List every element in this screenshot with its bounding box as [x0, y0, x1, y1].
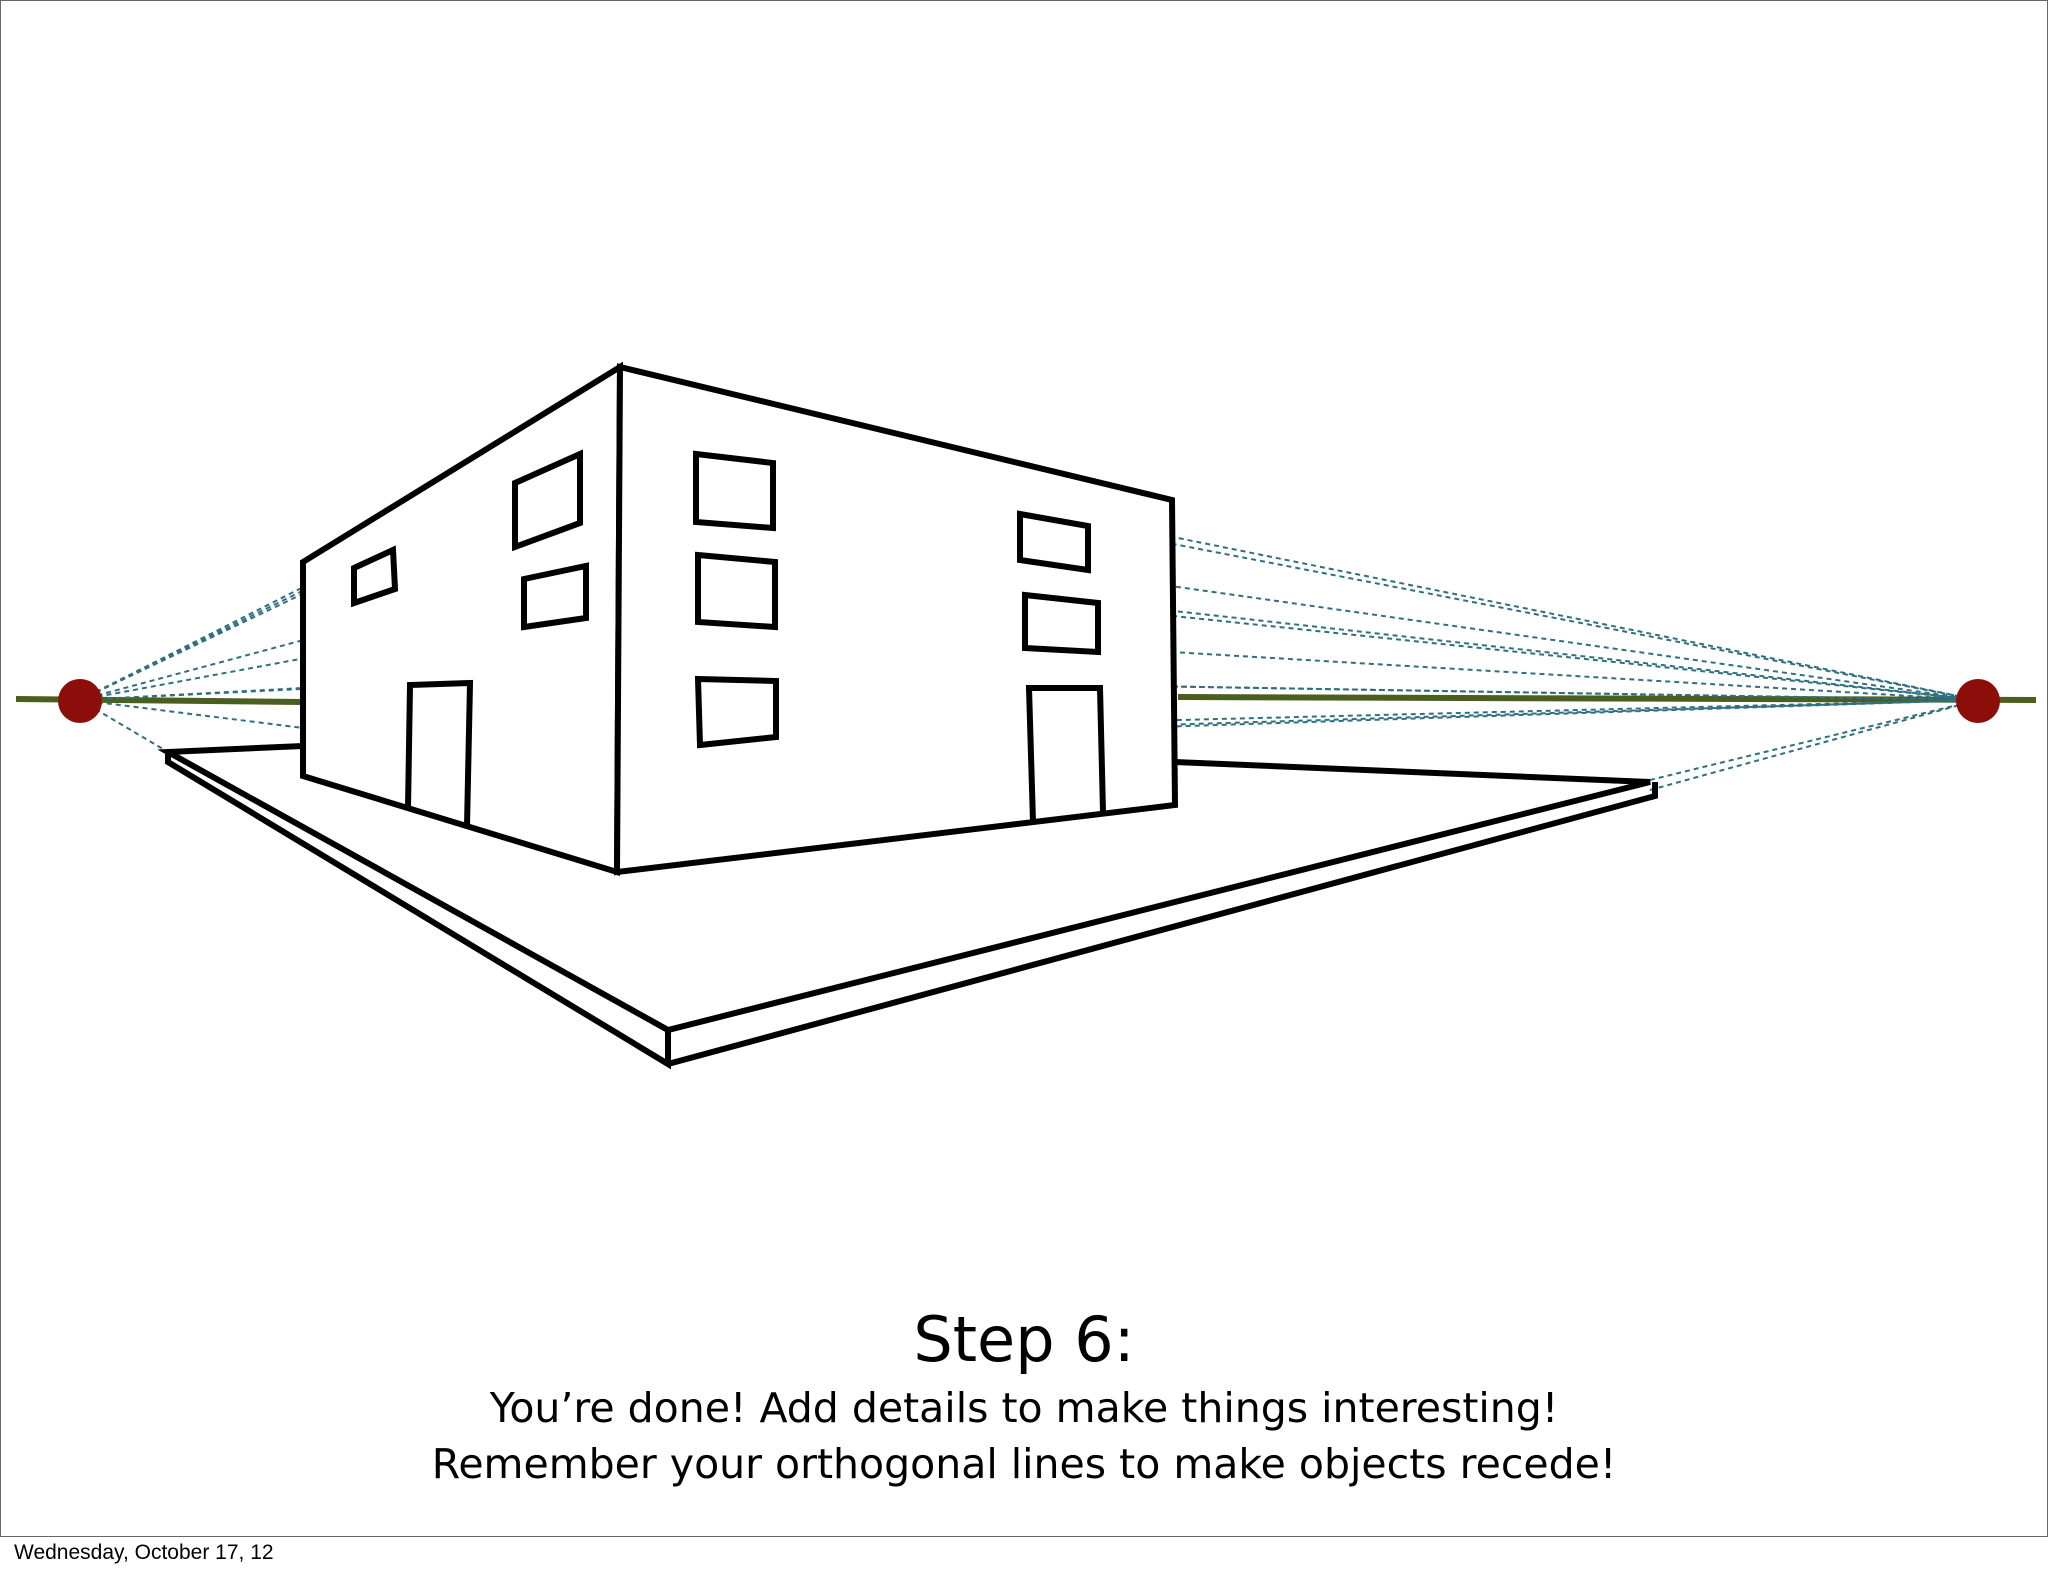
- left-face-details: [351, 449, 589, 827]
- building: [300, 361, 1179, 877]
- window-right-2: [695, 551, 778, 631]
- door-right: [1025, 685, 1106, 823]
- window-left-2: [512, 449, 583, 552]
- footer-date: Wednesday, October 17, 12: [14, 1541, 274, 1564]
- window-right-4: [1017, 510, 1091, 574]
- instruction-line-2: Remember your orthogonal lines to make o…: [431, 1440, 1617, 1488]
- vanishing-point-right: [1956, 679, 2000, 723]
- base-slab: [157, 743, 1658, 1070]
- window-right-1: [693, 450, 776, 532]
- window-right-3: [694, 675, 779, 749]
- building-right-face: [613, 363, 1179, 876]
- door-left: [405, 679, 474, 827]
- perspective-drawing: [15, 361, 2037, 1070]
- right-face-details: [693, 450, 1106, 823]
- instruction-line-1: You’re done! Add details to make things …: [489, 1384, 1559, 1432]
- window-left-1: [351, 545, 399, 608]
- window-right-5: [1022, 591, 1101, 656]
- horizon-line-right: [1177, 694, 2037, 703]
- vanishing-point-left: [58, 679, 102, 723]
- step-title: Step 6:: [913, 1303, 1135, 1376]
- window-left-3: [521, 562, 589, 631]
